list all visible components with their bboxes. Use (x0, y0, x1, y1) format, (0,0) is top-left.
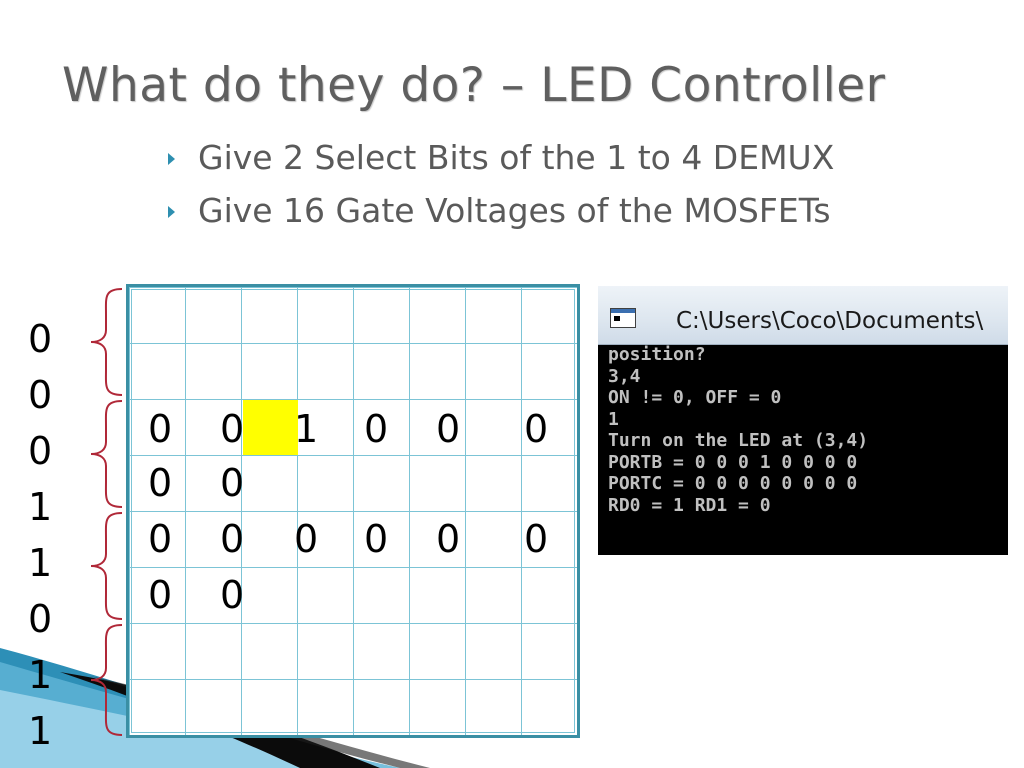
slide-title: What do they do? – LED Controller (62, 58, 886, 113)
grid-value: 0 (220, 517, 245, 561)
grid-value: 0 (148, 407, 173, 451)
grid-value: 0 (364, 517, 389, 561)
bit-value: 1 (28, 709, 53, 753)
right-triangle-icon (168, 153, 175, 165)
console-titlebar: C:\Users\Coco\Documents\ (598, 286, 1008, 345)
console-window-icon (610, 308, 636, 328)
console-line: ON != 0, OFF = 0 (608, 387, 782, 408)
grid-value: 0 (364, 407, 389, 451)
grid-value: 0 (220, 461, 245, 505)
console-line: 3,4 (608, 365, 641, 387)
console-line: 1 (608, 408, 619, 430)
bit-value: 1 (28, 653, 53, 697)
grid-value: 1 (294, 407, 319, 451)
console-line: position? (608, 344, 706, 365)
right-triangle-icon (168, 206, 175, 218)
curly-brace-icon (90, 400, 123, 508)
bit-value: 1 (28, 541, 53, 585)
grid-value: 0 (148, 461, 173, 505)
grid-value: 0 (220, 573, 245, 617)
curly-brace-icon (90, 288, 123, 396)
bit-value: 0 (28, 429, 53, 473)
grid-value: 0 (148, 517, 173, 561)
bullet-text: Give 16 Gate Voltages of the MOSFETs (198, 191, 831, 230)
bit-value: 0 (28, 597, 53, 641)
grid-value: 0 (436, 407, 461, 451)
bullet-text: Give 2 Select Bits of the 1 to 4 DEMUX (198, 138, 835, 177)
grid-value: 0 (220, 407, 245, 451)
curly-brace-icon (90, 512, 123, 620)
bit-value: 0 (28, 317, 53, 361)
curly-brace-icon (90, 624, 123, 736)
console-line: PORTC = 0 0 0 0 0 0 0 0 (608, 473, 858, 494)
led-grid (126, 284, 580, 738)
console-title: C:\Users\Coco\Documents\ (676, 308, 984, 334)
highlighted-led-cell (243, 400, 298, 455)
console-line: Turn on the LED at (3,4) (608, 430, 869, 451)
grid-value: 0 (436, 517, 461, 561)
bit-value: 0 (28, 373, 53, 417)
console-line: PORTB = 0 0 0 1 0 0 0 0 (608, 451, 858, 473)
console-line: RD0 = 1 RD1 = 0 (608, 494, 771, 516)
grid-value: 0 (148, 573, 173, 617)
bit-value: 1 (28, 485, 53, 529)
grid-value: 0 (294, 517, 319, 561)
grid-value: 0 (524, 407, 549, 451)
grid-value: 0 (524, 517, 549, 561)
